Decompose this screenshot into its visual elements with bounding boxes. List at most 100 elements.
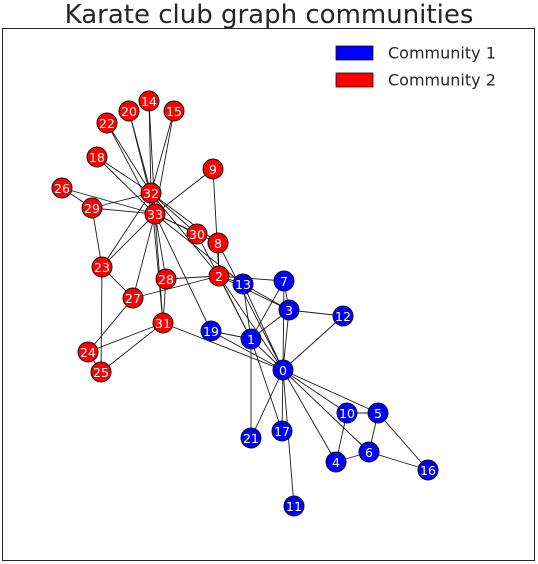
node-label-17: 17 bbox=[274, 424, 290, 439]
node-label-30: 30 bbox=[189, 227, 205, 242]
node-circle-19 bbox=[200, 320, 222, 342]
node-label-19: 19 bbox=[203, 324, 219, 339]
node-26: 26 bbox=[51, 177, 73, 199]
node-circle-30 bbox=[186, 223, 208, 245]
node-19: 19 bbox=[200, 320, 222, 342]
edge-18-32 bbox=[96, 156, 152, 194]
node-3: 3 bbox=[278, 299, 300, 321]
node-9: 9 bbox=[202, 158, 224, 180]
edge-14-32 bbox=[148, 100, 152, 194]
edge-0-8 bbox=[217, 242, 284, 371]
node-circle-4 bbox=[325, 451, 347, 473]
node-label-2: 2 bbox=[215, 269, 223, 284]
node-circle-13 bbox=[232, 273, 254, 295]
edge-24-27 bbox=[87, 297, 134, 353]
edge-1-17 bbox=[250, 338, 283, 432]
node-circle-28 bbox=[155, 268, 177, 290]
edge-29-33 bbox=[91, 207, 156, 215]
node-circle-14 bbox=[138, 90, 160, 112]
node-circle-9 bbox=[202, 158, 224, 180]
node-label-16: 16 bbox=[420, 463, 436, 478]
chart-title: Karate club graph communities bbox=[64, 0, 474, 30]
node-29: 29 bbox=[81, 197, 103, 219]
edge-0-13 bbox=[242, 283, 284, 371]
node-20: 20 bbox=[118, 100, 140, 122]
node-23: 23 bbox=[91, 256, 113, 278]
node-circle-18 bbox=[86, 146, 108, 168]
node-label-18: 18 bbox=[89, 150, 105, 165]
node-label-6: 6 bbox=[365, 445, 373, 460]
node-0: 0 bbox=[272, 359, 294, 381]
node-circle-16 bbox=[417, 459, 439, 481]
node-circle-32 bbox=[140, 182, 162, 204]
node-label-25: 25 bbox=[93, 365, 109, 380]
edge-0-21 bbox=[250, 369, 284, 439]
node-24: 24 bbox=[77, 341, 99, 363]
node-circle-1 bbox=[240, 328, 262, 350]
node-32: 32 bbox=[140, 182, 162, 204]
node-circle-2 bbox=[208, 265, 230, 287]
edge-9-33 bbox=[154, 168, 214, 215]
node-label-20: 20 bbox=[121, 104, 137, 119]
node-circle-10 bbox=[336, 402, 358, 424]
edge-23-32 bbox=[101, 192, 152, 268]
node-1: 1 bbox=[240, 328, 262, 350]
node-circle-24 bbox=[77, 341, 99, 363]
node-17: 17 bbox=[271, 420, 293, 442]
node-12: 12 bbox=[332, 305, 354, 327]
node-label-24: 24 bbox=[80, 345, 96, 360]
node-2: 2 bbox=[208, 265, 230, 287]
node-label-15: 15 bbox=[166, 104, 182, 119]
edge-1-7 bbox=[250, 280, 285, 340]
node-circle-6 bbox=[358, 441, 380, 463]
legend-label-2: Community 2 bbox=[388, 71, 496, 90]
node-label-10: 10 bbox=[339, 406, 355, 421]
node-22: 22 bbox=[96, 112, 118, 134]
node-11: 11 bbox=[283, 495, 305, 517]
node-label-27: 27 bbox=[125, 291, 141, 306]
edge-2-32 bbox=[150, 192, 220, 277]
node-circle-15 bbox=[163, 100, 185, 122]
node-16: 16 bbox=[417, 459, 439, 481]
node-circle-29 bbox=[81, 197, 103, 219]
edge-2-27 bbox=[132, 275, 220, 299]
legend: Community 1 Community 2 bbox=[335, 44, 496, 90]
node-33: 33 bbox=[144, 203, 166, 225]
node-circle-33 bbox=[144, 203, 166, 225]
node-13: 13 bbox=[232, 273, 254, 295]
node-circle-11 bbox=[283, 495, 305, 517]
node-label-33: 33 bbox=[147, 207, 163, 222]
node-label-1: 1 bbox=[247, 332, 255, 347]
edge-28-33 bbox=[154, 213, 167, 280]
node-circle-12 bbox=[332, 305, 354, 327]
edge-26-33 bbox=[61, 187, 156, 215]
node-circle-21 bbox=[240, 427, 262, 449]
legend-label-1: Community 1 bbox=[388, 44, 496, 63]
node-circle-22 bbox=[96, 112, 118, 134]
nodes-layer: 0123456789101112131415161718192021222324… bbox=[51, 90, 439, 517]
node-circle-31 bbox=[152, 312, 174, 334]
edge-24-31 bbox=[87, 322, 164, 353]
legend-swatch-2 bbox=[335, 72, 374, 88]
node-label-5: 5 bbox=[374, 406, 382, 421]
edge-2-9 bbox=[212, 168, 220, 277]
node-label-4: 4 bbox=[332, 455, 340, 470]
edge-0-10 bbox=[282, 369, 348, 414]
node-label-7: 7 bbox=[280, 274, 288, 289]
edge-23-25 bbox=[100, 266, 103, 373]
node-circle-7 bbox=[273, 270, 295, 292]
edge-0-19 bbox=[210, 330, 284, 371]
node-circle-8 bbox=[207, 232, 229, 254]
node-4: 4 bbox=[325, 451, 347, 473]
edge-1-30 bbox=[196, 233, 252, 340]
edge-0-4 bbox=[282, 369, 337, 463]
node-label-26: 26 bbox=[54, 181, 70, 196]
edge-15-32 bbox=[150, 110, 175, 194]
node-label-8: 8 bbox=[214, 236, 222, 251]
node-label-0: 0 bbox=[279, 363, 287, 378]
node-circle-25 bbox=[90, 361, 112, 383]
node-8: 8 bbox=[207, 232, 229, 254]
node-circle-27 bbox=[122, 287, 144, 309]
node-circle-26 bbox=[51, 177, 73, 199]
node-14: 14 bbox=[138, 90, 160, 112]
